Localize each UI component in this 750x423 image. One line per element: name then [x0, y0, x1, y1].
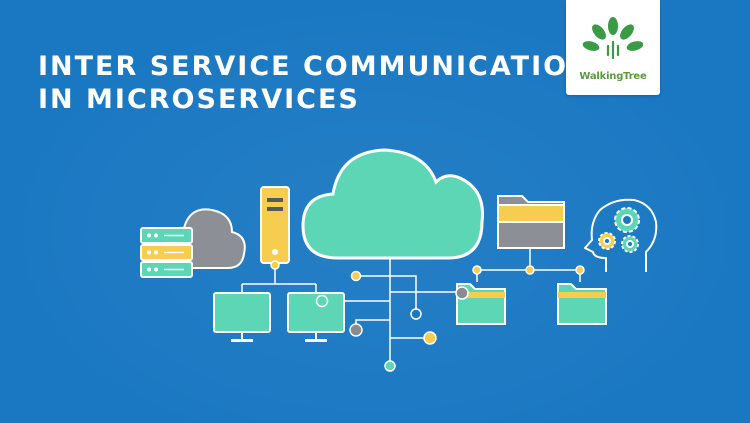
tower-server-icon — [260, 186, 290, 264]
folder-icon-right — [557, 283, 607, 325]
monitor-icon-left — [213, 292, 271, 342]
title-line-2: IN MICROSERVICES — [38, 84, 360, 115]
page-title: INTER SERVICE COMMUNICATION IN MICROSERV… — [38, 50, 593, 116]
walkingtree-logo: WalkingTree — [566, 0, 660, 95]
server-rack-icon — [140, 227, 193, 278]
gear-icon-top — [614, 207, 640, 233]
monitor-icon-right — [287, 292, 345, 342]
logo-leaves-icon — [582, 17, 644, 60]
gear-icon-left — [598, 232, 616, 250]
head-gears-icon — [584, 198, 658, 272]
cloud-icon — [301, 148, 485, 260]
gray-folder-icon — [497, 195, 565, 249]
gear-icon-right — [621, 235, 639, 253]
title-line-1: INTER SERVICE COMMUNICATION — [38, 51, 593, 82]
logo-text: WalkingTree — [579, 71, 647, 82]
network-nodes — [270, 260, 585, 372]
folder-icon-left — [456, 283, 506, 325]
